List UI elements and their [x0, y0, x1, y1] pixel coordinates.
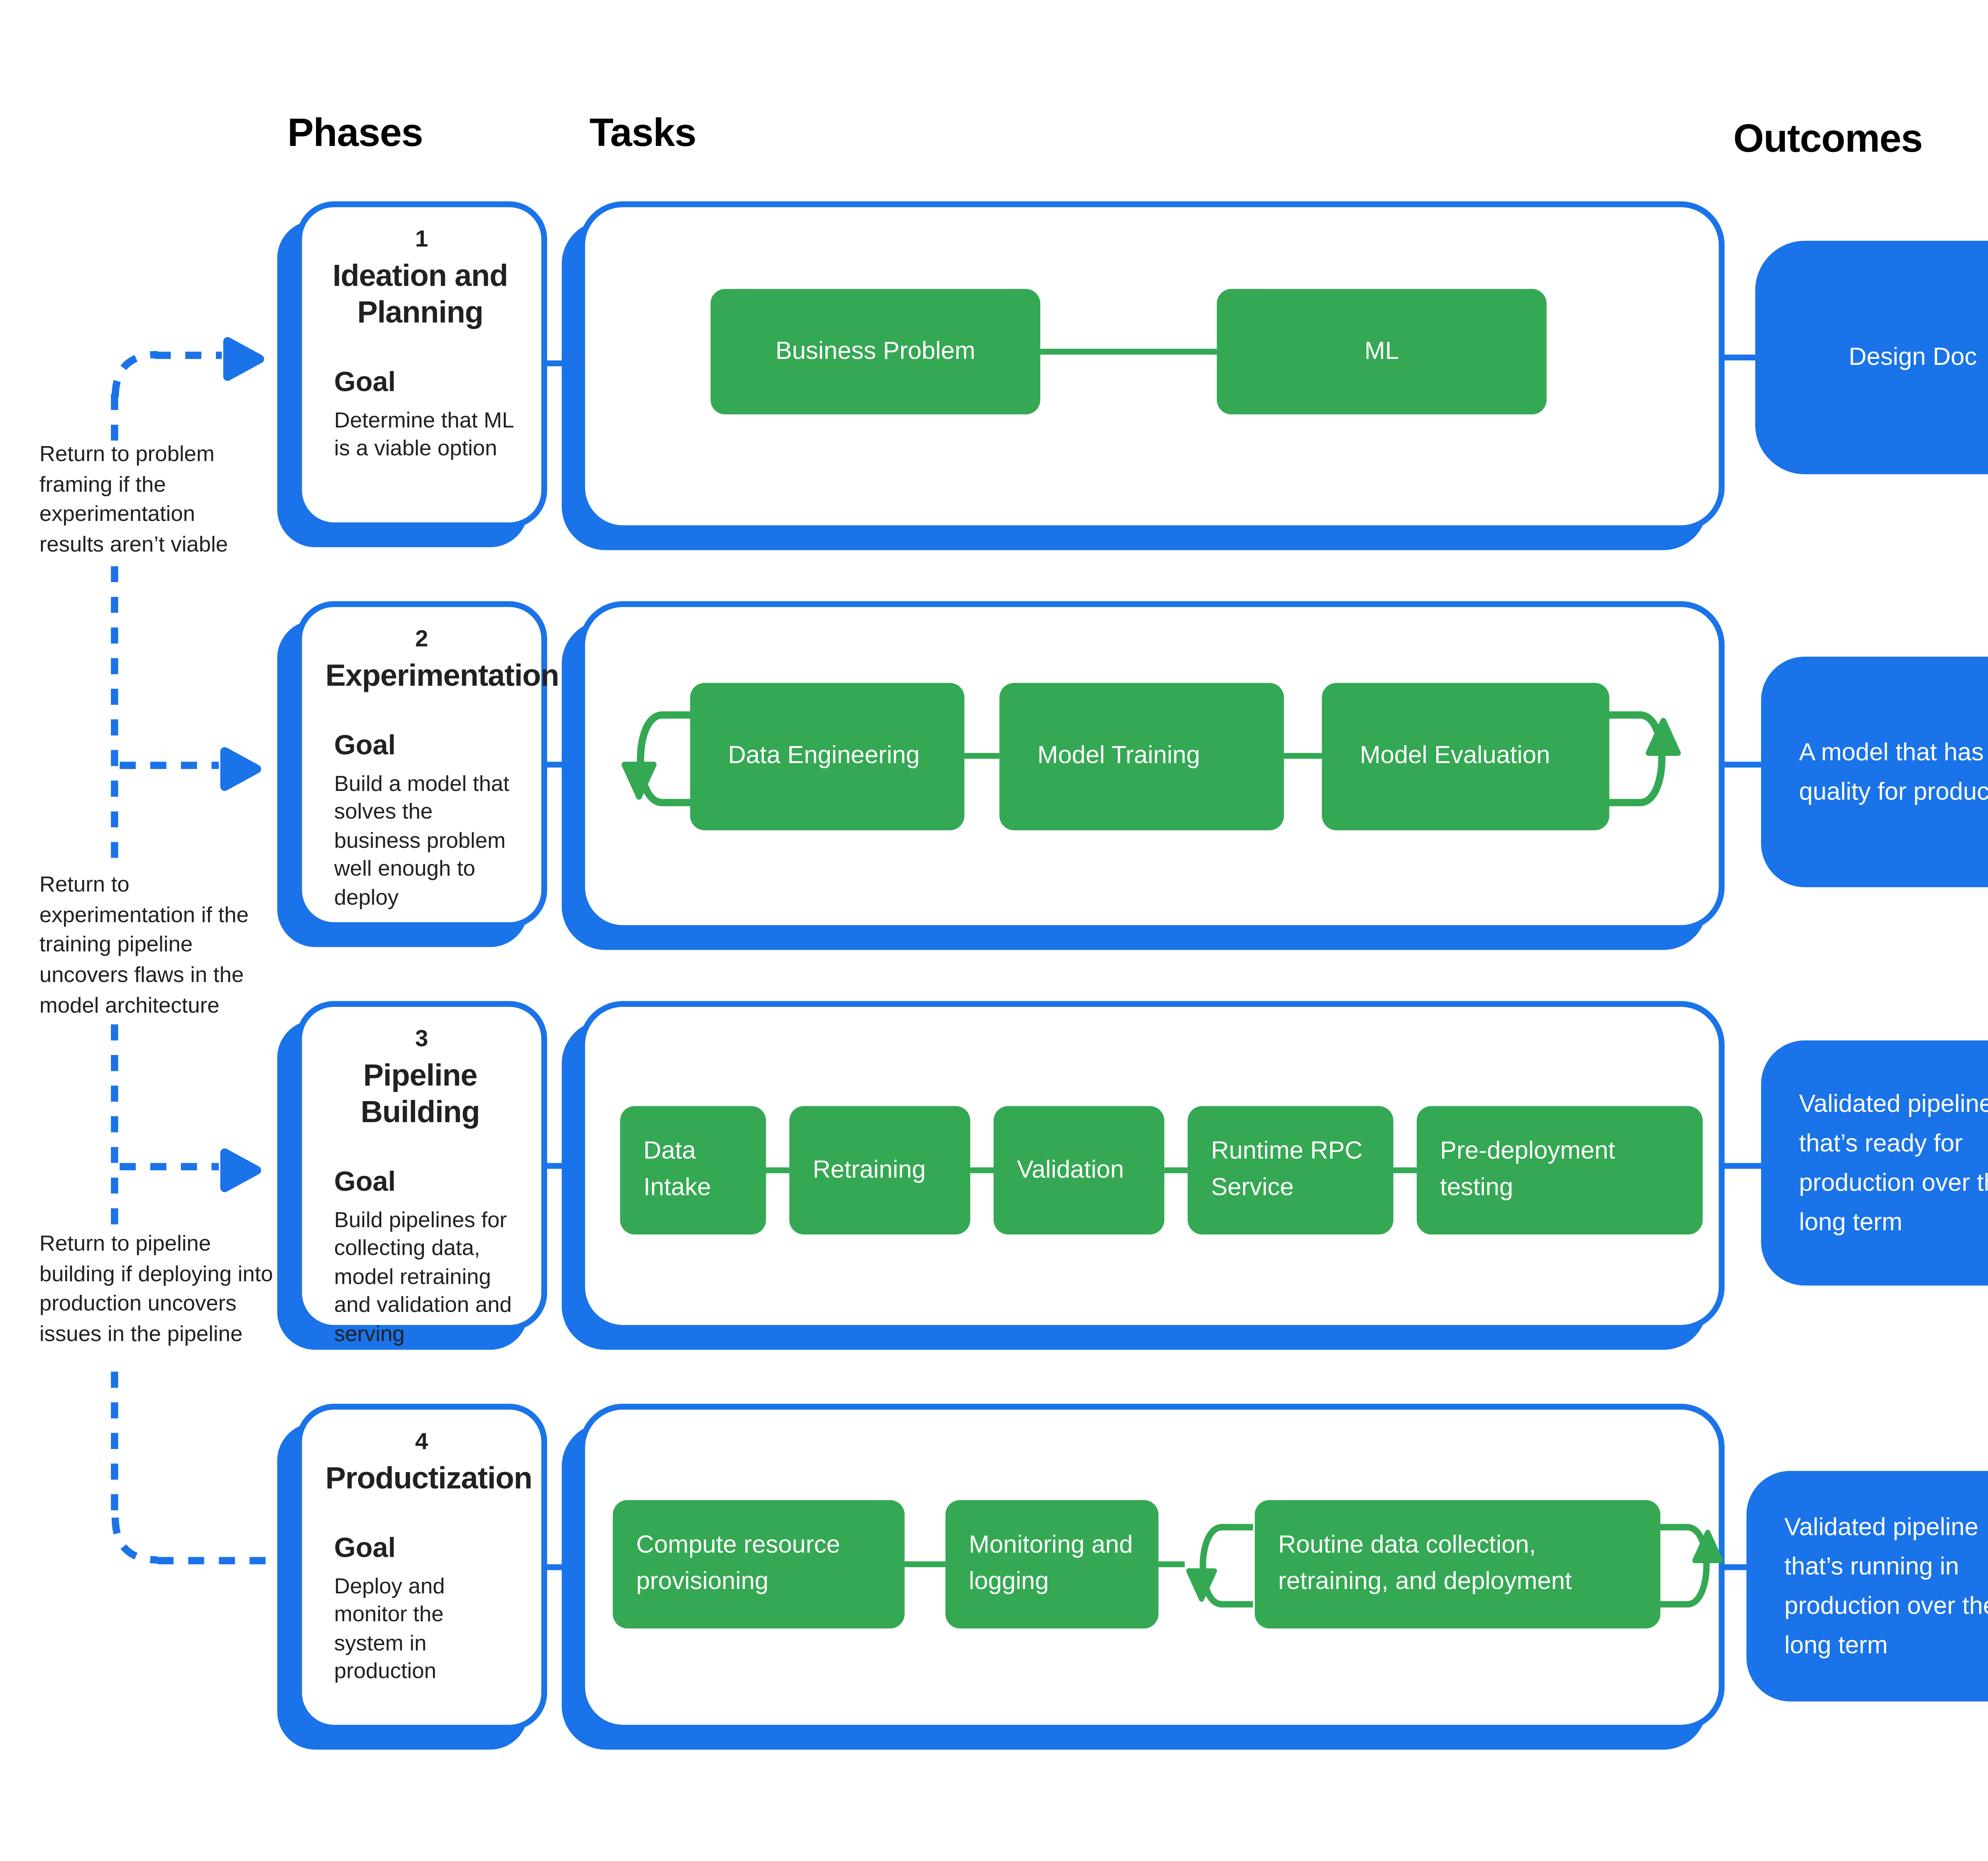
task-model-training: Model Training: [999, 683, 1284, 831]
task-label: Pre-deployment testing: [1440, 1137, 1615, 1201]
loop-arrow-icon: [621, 711, 698, 806]
dashed-line: [111, 394, 118, 441]
loop-arrow-icon: [1605, 711, 1681, 806]
task-compute-resource-provisioning: Compute resource provisioning: [613, 1500, 905, 1629]
task-monitoring-and-logging: Monitoring and logging: [945, 1500, 1159, 1629]
connector-line: [1724, 354, 1755, 361]
task-model-evaluation: Model Evaluation: [1322, 683, 1609, 831]
return-arrow-icon: [220, 1148, 261, 1193]
phase-number: 3: [415, 1027, 428, 1052]
task-label: Monitoring and logging: [969, 1531, 1133, 1595]
phase-title: Ideation and Planning: [332, 260, 508, 330]
task-label: Compute resource provisioning: [636, 1531, 841, 1595]
task-data-intake: Data Intake: [620, 1106, 766, 1235]
task-retraining: Retraining: [789, 1106, 971, 1235]
outcome-label: A model that has good quality for produc…: [1799, 738, 1988, 806]
phase-title: Productization: [325, 1462, 532, 1496]
task-label: Validation: [1017, 1155, 1124, 1183]
outcome-validated-pipeline-running: Validated pipeline that’s running in pro…: [1746, 1471, 1988, 1702]
connector-line: [766, 1167, 790, 1173]
phase-number: 1: [415, 227, 428, 253]
loop-arrow-icon: [1656, 1524, 1723, 1608]
annotation-return-to-pipeline-building: Return to pipeline building if deploying…: [39, 1232, 273, 1347]
connector-line: [905, 1561, 945, 1568]
phases-column-header: Phases: [287, 111, 423, 155]
dashed-line: [119, 1163, 219, 1171]
goal-label: Goal: [334, 1166, 396, 1198]
task-label: Routine data collection, retraining, and…: [1278, 1531, 1572, 1595]
outcome-label: Design Doc: [1848, 343, 1977, 371]
annotation-return-to-problem-framing: Return to problem framing if the experim…: [39, 442, 228, 558]
task-validation: Validation: [993, 1106, 1165, 1235]
task-label: Runtime RPC Service: [1211, 1137, 1363, 1201]
outcome-validated-pipeline-ready: Validated pipeline that’s ready for prod…: [1761, 1040, 1988, 1286]
connector-line: [964, 753, 1000, 759]
loop-arrow-icon: [1186, 1524, 1253, 1608]
dashed-line: [111, 1371, 118, 1521]
connector-line: [547, 761, 582, 768]
connector-line: [1040, 349, 1217, 355]
dashed-line: [119, 761, 219, 769]
phase-title: Experimentation: [325, 659, 559, 694]
goal-text: Deploy and monitor the system in product…: [334, 1574, 445, 1684]
task-label: ML: [1364, 336, 1399, 365]
connector-line: [1393, 1167, 1417, 1173]
connector-line: [547, 360, 582, 367]
connector-line: [547, 1564, 582, 1570]
dashed-line: [111, 566, 118, 873]
connector-line: [547, 1163, 582, 1169]
phase-card-pipeline-building: 3 Pipeline Building Goal Build pipelines…: [296, 1001, 547, 1346]
task-routine-data-collection: Routine data collection, retraining, and…: [1254, 1500, 1661, 1629]
connector-line: [1724, 1163, 1761, 1169]
task-ml: ML: [1217, 289, 1547, 415]
return-arrow-icon: [220, 747, 261, 791]
phase-title: Pipeline Building: [361, 1059, 480, 1129]
dashed-line: [111, 1024, 118, 1226]
task-data-engineering: Data Engineering: [690, 683, 965, 831]
phase-number: 4: [415, 1430, 428, 1455]
task-label: Model Evaluation: [1360, 741, 1550, 769]
goal-label: Goal: [334, 730, 396, 761]
dashed-line: [157, 1557, 278, 1564]
phase-card-productization: 4 Productization Goal Deploy and monitor…: [296, 1404, 547, 1731]
goal-label: Goal: [334, 367, 396, 398]
task-business-problem: Business Problem: [711, 289, 1041, 415]
task-pre-deployment-testing: Pre-deployment testing: [1417, 1106, 1703, 1235]
task-label: Data Engineering: [728, 741, 920, 769]
outcome-good-quality-model: A model that has good quality for produc…: [1761, 657, 1988, 888]
task-runtime-rpc-service: Runtime RPC Service: [1188, 1106, 1394, 1235]
task-label: Retraining: [812, 1155, 926, 1183]
task-label: Business Problem: [775, 336, 976, 365]
phase-card-experimentation: 2 Experimentation Goal Build a model tha…: [296, 601, 559, 928]
connector-line: [1158, 1561, 1185, 1568]
goal-label: Goal: [334, 1533, 396, 1564]
connector-line: [1724, 1564, 1747, 1570]
dashed-corner: [111, 1517, 158, 1564]
outcome-design-doc: Design Doc: [1755, 241, 1988, 474]
goal-text: Build a model that solves the business p…: [334, 771, 509, 910]
tasks-column-header: Tasks: [589, 111, 697, 155]
goal-text: Build pipelines for collecting data, mod…: [334, 1207, 512, 1346]
connector-line: [1284, 753, 1322, 759]
task-label: Data Intake: [643, 1137, 711, 1201]
connector-line: [1164, 1167, 1188, 1173]
dashed-corner: [111, 351, 158, 397]
goal-text: Determine that ML is a viable option: [334, 408, 514, 461]
annotation-return-to-experimentation: Return to experimentation if the trainin…: [39, 872, 249, 1018]
connector-line: [1724, 761, 1761, 768]
dashed-line: [154, 352, 222, 359]
outcomes-column-header: Outcomes: [1733, 117, 1923, 161]
outcome-label: Validated pipeline that’s ready for prod…: [1799, 1089, 1988, 1236]
phase-card-ideation-planning: 1 Ideation and Planning Goal Determine t…: [296, 201, 547, 528]
task-label: Model Training: [1037, 741, 1200, 769]
return-arrow-icon: [223, 337, 264, 381]
connector-line: [970, 1167, 994, 1173]
outcome-label: Validated pipeline that’s running in pro…: [1784, 1512, 1988, 1660]
phase-number: 2: [415, 627, 428, 653]
